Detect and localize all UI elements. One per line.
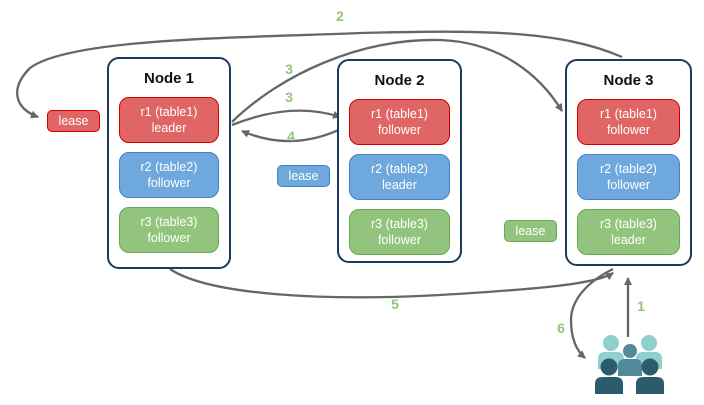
node-2-replica-r3: r3 (table3) follower bbox=[349, 209, 450, 255]
replica-range-label: r2 (table2) bbox=[600, 161, 657, 176]
step-label-3a: 3 bbox=[285, 61, 293, 77]
node-3-replica-r1: r1 (table1) follower bbox=[577, 99, 680, 145]
step-label-2: 2 bbox=[336, 8, 344, 24]
arrow-step-5-respond-to-node3 bbox=[169, 268, 614, 299]
users-group-icon bbox=[595, 335, 664, 394]
replica-range-label: r1 (table1) bbox=[600, 106, 657, 121]
user-front-right bbox=[636, 358, 664, 394]
step-label-3b: 3 bbox=[285, 89, 293, 105]
user-front-left bbox=[595, 358, 623, 394]
node-3-replica-r2: r2 (table2) follower bbox=[577, 154, 680, 200]
replica-range-label: r2 (table2) bbox=[371, 161, 428, 176]
replica-role-label: leader bbox=[382, 178, 417, 192]
node-1-title: Node 1 bbox=[143, 70, 194, 87]
node-2-card: Node 2 r1 (table1) follower r2 (table2) … bbox=[337, 59, 462, 263]
replica-range-label: r1 (table1) bbox=[371, 106, 428, 121]
step-label-6: 6 bbox=[557, 320, 565, 336]
node-1-replica-r3: r3 (table3) follower bbox=[119, 207, 219, 253]
node-3-card: Node 3 r1 (table1) follower r2 (table2) … bbox=[565, 59, 692, 266]
replica-role-label: follower bbox=[606, 178, 651, 192]
replica-role-label: follower bbox=[377, 123, 422, 137]
replica-role-label: leader bbox=[151, 121, 187, 135]
replica-role-label: follower bbox=[606, 123, 651, 137]
node-3-replica-list: r1 (table1) follower r2 (table2) followe… bbox=[577, 99, 680, 255]
node-1-card: Node 1 r1 (table1) leader r2 (table2) fo… bbox=[107, 57, 231, 269]
lease-badge-table2: lease bbox=[277, 165, 330, 187]
replica-range-label: r3 (table3) bbox=[600, 216, 657, 231]
replica-range-label: r1 (table1) bbox=[140, 104, 198, 119]
replica-role-label: follower bbox=[377, 233, 422, 247]
user-middle bbox=[618, 344, 642, 376]
replica-role-label: follower bbox=[147, 176, 191, 190]
replica-role-label: leader bbox=[611, 233, 646, 247]
node-1-replica-r2: r2 (table2) follower bbox=[119, 152, 219, 198]
replica-range-label: r3 (table3) bbox=[140, 214, 198, 229]
lease-badge-table3: lease bbox=[504, 220, 557, 242]
node-2-replica-list: r1 (table1) follower r2 (table2) leader … bbox=[349, 99, 450, 255]
node-2-replica-r2: r2 (table2) leader bbox=[349, 154, 450, 200]
arrow-step-3-replicate-to-node2 bbox=[231, 109, 341, 127]
node-3-replica-r3: r3 (table3) leader bbox=[577, 209, 680, 255]
step-label-5: 5 bbox=[391, 296, 399, 312]
step-label-4: 4 bbox=[287, 128, 295, 144]
node-1-replica-list: r1 (table1) leader r2 (table2) follower … bbox=[119, 97, 219, 253]
node-1-replica-r1: r1 (table1) leader bbox=[119, 97, 219, 143]
node-3-title: Node 3 bbox=[603, 72, 654, 89]
node-2-title: Node 2 bbox=[374, 72, 425, 89]
replica-range-label: r2 (table2) bbox=[140, 159, 198, 174]
replica-role-label: follower bbox=[147, 231, 191, 245]
replica-range-label: r3 (table3) bbox=[371, 216, 428, 231]
lease-badge-table1: lease bbox=[47, 110, 100, 132]
node-2-replica-r1: r1 (table1) follower bbox=[349, 99, 450, 145]
step-label-1: 1 bbox=[637, 298, 645, 314]
